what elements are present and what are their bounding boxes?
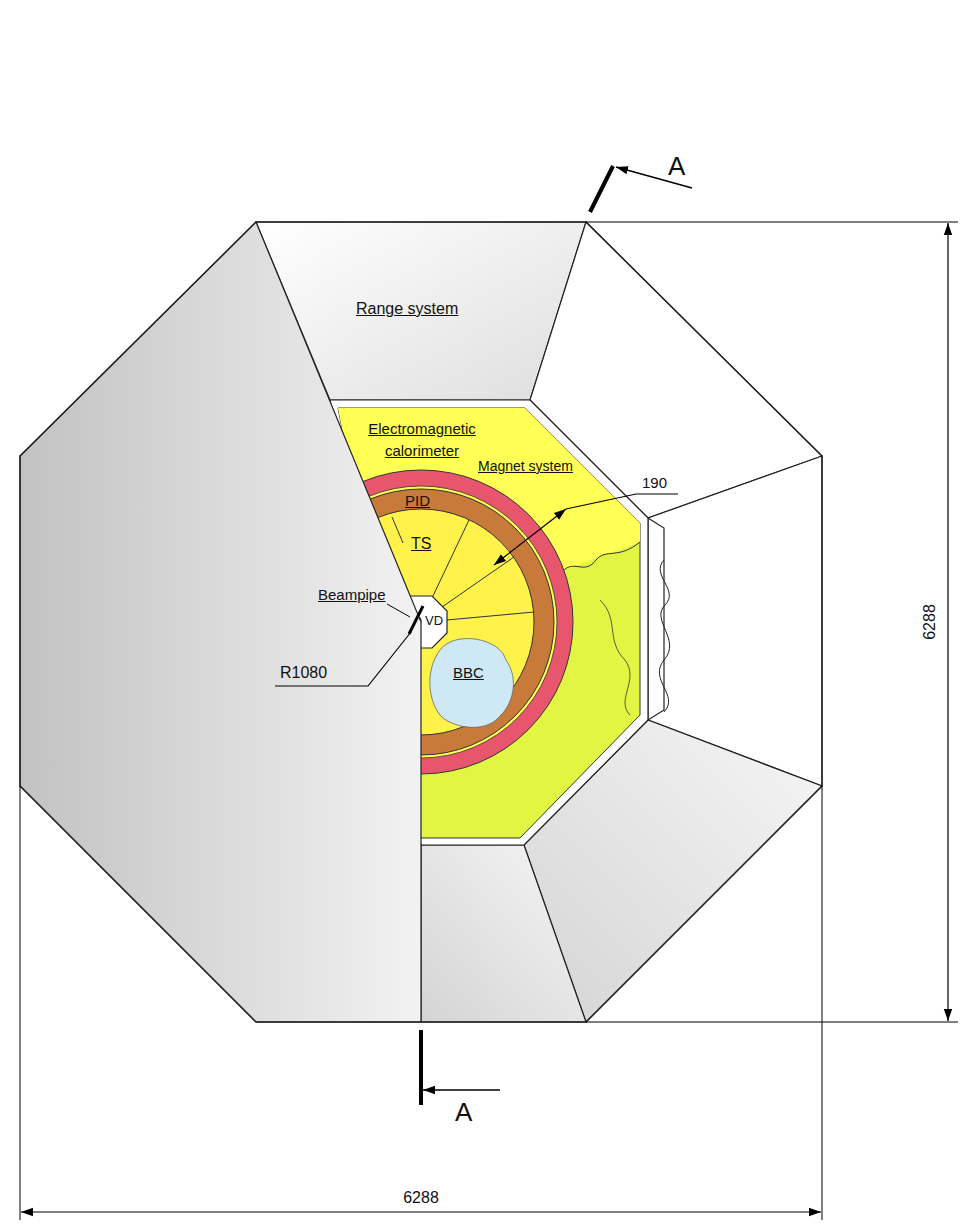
part-name: VD <box>425 613 443 628</box>
part-name: Beampipe <box>318 586 386 603</box>
drawing-line <box>590 166 613 212</box>
drawing-line <box>442 557 514 607</box>
drawing-line <box>447 612 534 620</box>
drawing-line <box>20 222 822 1022</box>
part-name: Magnet system <box>478 458 573 474</box>
drawing-line <box>432 520 469 598</box>
drawing-line <box>586 1022 958 1023</box>
section-letter-box: A <box>668 152 685 182</box>
drawing-line <box>275 632 411 686</box>
drawing-line <box>430 639 514 728</box>
dimension-value: 190 <box>642 474 667 491</box>
part-name-box: Range system <box>356 300 458 318</box>
part-name: Electromagnetic calorimeter <box>368 420 476 459</box>
radius-value: R1080 <box>280 664 327 681</box>
drawing-line <box>494 509 566 565</box>
drawing-line <box>20 222 958 1220</box>
drawing-line <box>392 517 403 543</box>
part-name-box: TS <box>411 535 431 553</box>
dimension-value-box: 6288 <box>921 604 939 640</box>
drawing-line <box>421 845 586 1022</box>
drawing-line <box>586 222 958 223</box>
part-name: TS <box>411 535 431 552</box>
section-letter: A <box>668 151 685 181</box>
part-name-box: PID <box>405 492 430 509</box>
drawing-line <box>659 560 669 712</box>
drawing-line <box>947 223 948 1021</box>
part-name: Range system <box>356 300 458 317</box>
part-name: BBC <box>453 664 484 681</box>
radius-value-box: R1080 <box>280 664 327 682</box>
drawing-line <box>822 786 823 1220</box>
part-name-box: BBC <box>453 664 484 681</box>
drawing-line <box>20 222 421 1022</box>
drawing-line <box>564 542 640 570</box>
dimension-value: 6288 <box>403 1189 439 1206</box>
part-name-box: Beampipe <box>318 586 386 603</box>
drawing-line <box>566 494 678 509</box>
drawing-line <box>423 1089 500 1091</box>
drawing-line <box>409 606 423 634</box>
drawing-line <box>600 600 630 715</box>
part-name-box: VD <box>425 614 443 629</box>
section-letter: A <box>455 1097 472 1127</box>
part-name-box: Electromagnetic calorimeter <box>352 418 492 462</box>
drawing-line <box>21 1211 821 1212</box>
dimension-value: 6288 <box>921 604 938 640</box>
dimension-value-box: 6288 <box>403 1189 439 1207</box>
drawing-line <box>387 604 410 617</box>
dimension-value-box: 190 <box>642 474 667 491</box>
drawing-line <box>20 786 21 1220</box>
section-letter-box: A <box>455 1098 472 1128</box>
part-name: PID <box>405 492 430 509</box>
part-name-box: Magnet system <box>478 458 573 474</box>
drawing-line <box>419 1030 423 1105</box>
